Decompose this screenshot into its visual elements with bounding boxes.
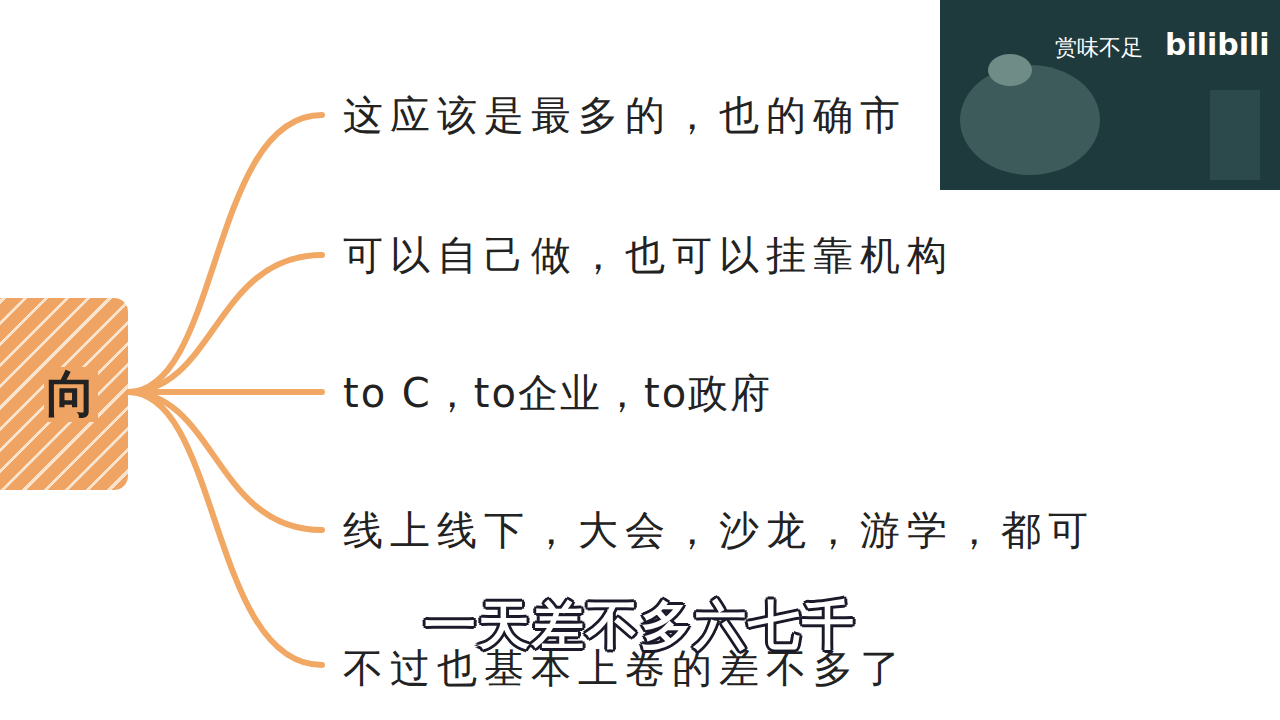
branch-text: 这应该是最多的，也的确市 [343,91,907,139]
branch [128,392,322,665]
branch-text: to C，to企业，to政府 [343,369,772,417]
watermark: 赏味不足 [1055,35,1143,61]
overlay-figure [1210,90,1260,180]
watermark: bilibili [1165,27,1270,63]
branch [128,255,322,392]
overlay-figure [988,54,1032,86]
subtitle: 一天差不多六七千 [424,594,856,656]
branch [128,115,322,392]
branch [128,389,322,395]
branch [128,392,322,530]
topic-box: 向 [0,298,128,490]
overlay-figure [960,65,1100,175]
video-overlay [940,0,1280,190]
branch-text: 线上线下，大会，沙龙，游学，都可 [343,506,1095,554]
topic-text: 向 [44,367,98,422]
branch-text: 可以自己做，也可以挂靠机构 [343,231,954,279]
